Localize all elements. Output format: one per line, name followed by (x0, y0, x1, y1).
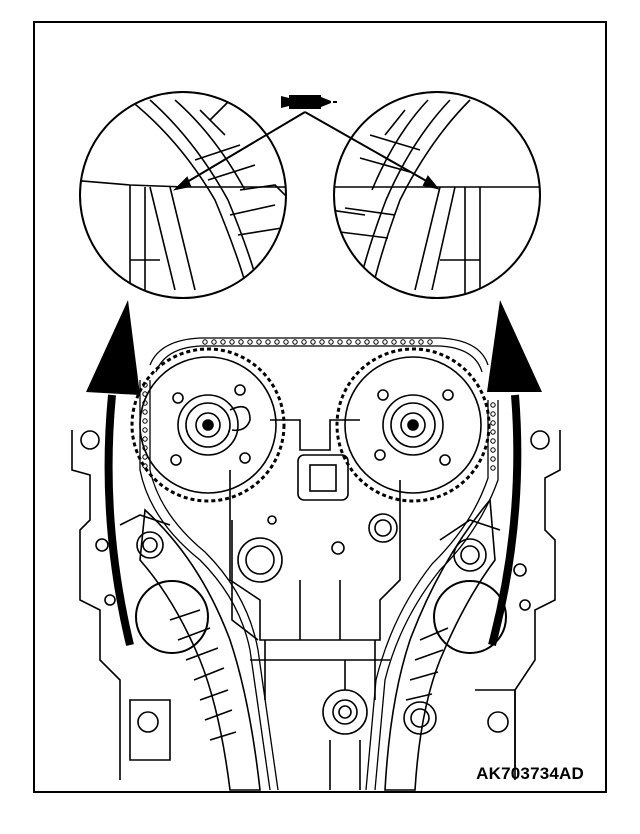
chain-link (238, 339, 244, 345)
chain-link (418, 339, 424, 345)
chain-link (283, 339, 289, 345)
timing-chain (139, 337, 499, 791)
rotation-arrow-left (86, 300, 140, 646)
chain-link (142, 427, 148, 433)
chain-link (409, 339, 415, 345)
chain-link (391, 339, 397, 345)
chain-link (427, 339, 433, 345)
leader-arrows (172, 111, 440, 191)
chain-link (382, 339, 388, 345)
chain-link (400, 339, 406, 345)
right-chain-guide (384, 497, 496, 791)
chain-link (220, 339, 226, 345)
left-guide-detail-circle (135, 580, 209, 654)
chain-link (328, 339, 334, 345)
chain-link (490, 429, 496, 435)
chain-links (142, 339, 496, 471)
chain-link (337, 339, 343, 345)
chain-link (490, 402, 496, 408)
chain-link (142, 409, 148, 415)
figure-id-label: AK703734AD (476, 764, 584, 783)
chain-link (319, 339, 325, 345)
chain-link (490, 447, 496, 453)
chain-link (301, 339, 307, 345)
chain-link (346, 339, 352, 345)
left-chain-guide (139, 508, 261, 791)
chain-link (490, 465, 496, 471)
sealant-tube-icon (281, 95, 337, 109)
chain-link (490, 420, 496, 426)
left-magnified-view (80, 99, 286, 298)
chain-link (202, 339, 208, 345)
chain-link (364, 339, 370, 345)
engine-block (71, 419, 561, 790)
chain-link (310, 339, 316, 345)
chain-link (265, 339, 271, 345)
chain-link (490, 411, 496, 417)
chain-link (142, 436, 148, 442)
chain-link (355, 339, 361, 345)
chain-link (142, 418, 148, 424)
exhaust-camshaft-sprocket (335, 347, 491, 503)
rotation-arrow-right (487, 300, 542, 647)
chain-link (247, 339, 253, 345)
chain-link (229, 339, 235, 345)
chain-link (256, 339, 262, 345)
intake-camshaft-sprocket (130, 347, 286, 503)
chain-link (292, 339, 298, 345)
chain-link (211, 339, 217, 345)
chain-link (490, 456, 496, 462)
chain-link (490, 438, 496, 444)
chain-link (373, 339, 379, 345)
right-guide-detail-circle (433, 580, 507, 654)
chain-link (274, 339, 280, 345)
